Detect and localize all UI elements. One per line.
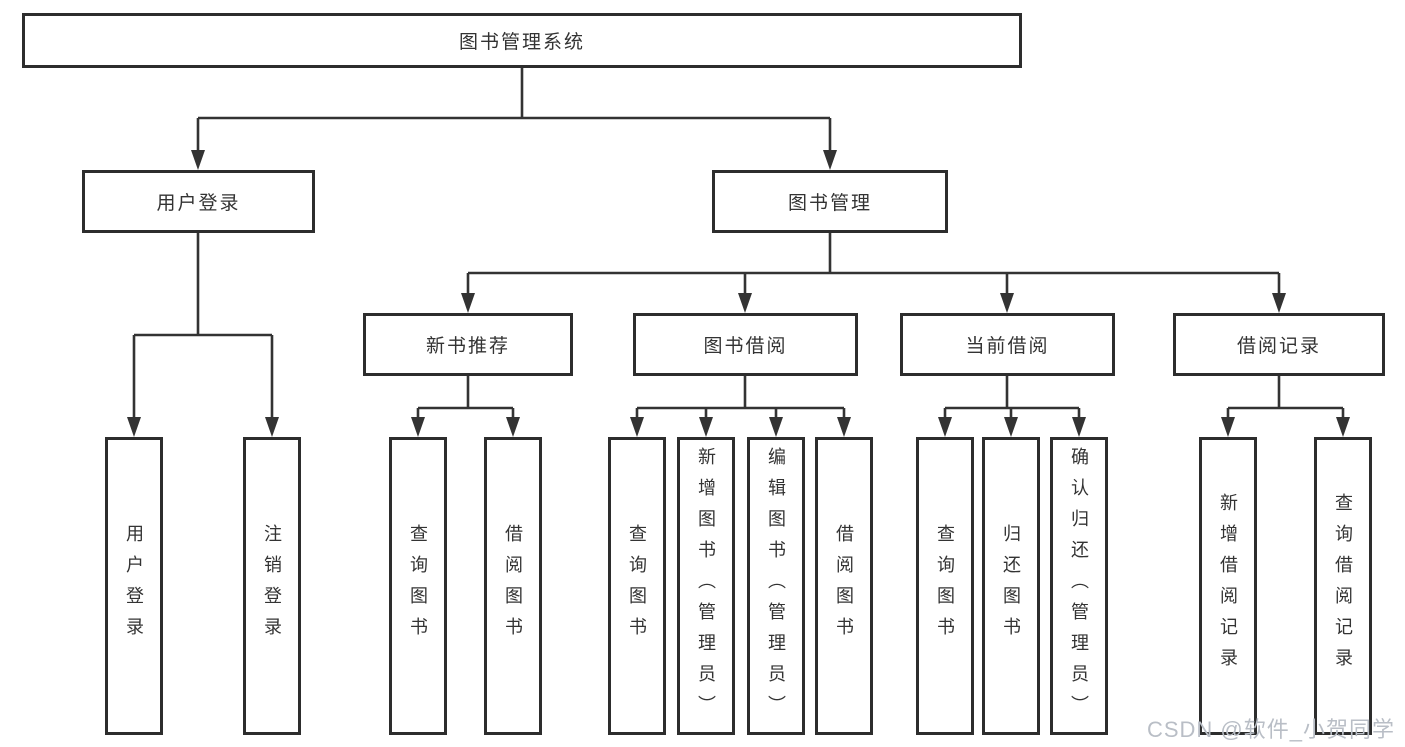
node-root: 图书管理系统 [22, 13, 1022, 68]
leaf-borrow-books-borrowing-label: 借阅图书 [834, 524, 854, 648]
leaf-borrow-books-recommend: 借阅图书 [484, 437, 542, 735]
leaf-logout: 注销登录 [243, 437, 301, 735]
leaf-query-books-current: 查询图书 [916, 437, 974, 735]
leaf-query-books-recommend-label: 查询图书 [408, 524, 428, 648]
node-borrowing-records-label: 借阅记录 [1236, 336, 1321, 357]
leaf-confirm-return-admin-label: 确认归还（管理员） [1069, 446, 1089, 726]
node-root-label: 图书管理系统 [458, 32, 585, 53]
leaf-add-borrow-record-label: 新增借阅记录 [1218, 493, 1238, 679]
leaf-return-books: 归还图书 [982, 437, 1040, 735]
leaf-confirm-return-admin: 确认归还（管理员） [1050, 437, 1108, 735]
csdn-watermark: CSDN @软件_小贺同学 [1146, 717, 1395, 742]
leaf-query-books-borrowing: 查询图书 [608, 437, 666, 735]
node-book-borrowing: 图书借阅 [633, 313, 858, 376]
node-new-book-recommendation-label: 新书推荐 [425, 336, 510, 357]
node-borrowing-records: 借阅记录 [1173, 313, 1385, 376]
leaf-add-borrow-record: 新增借阅记录 [1199, 437, 1257, 735]
node-book-management: 图书管理 [712, 170, 948, 233]
leaf-query-books-current-label: 查询图书 [935, 524, 955, 648]
leaf-edit-book-admin: 编辑图书（管理员） [747, 437, 805, 735]
node-current-borrowing: 当前借阅 [900, 313, 1115, 376]
node-book-borrowing-label: 图书借阅 [703, 336, 788, 357]
leaf-logout-label: 注销登录 [262, 524, 282, 648]
node-new-book-recommendation: 新书推荐 [363, 313, 573, 376]
leaf-query-books-recommend: 查询图书 [389, 437, 447, 735]
leaf-query-borrow-record-label: 查询借阅记录 [1333, 493, 1353, 679]
leaf-borrow-books-borrowing: 借阅图书 [815, 437, 873, 735]
leaf-user-login-label: 用户登录 [124, 524, 144, 648]
leaf-user-login: 用户登录 [105, 437, 163, 735]
leaf-edit-book-admin-label: 编辑图书（管理员） [766, 446, 786, 726]
leaf-borrow-books-recommend-label: 借阅图书 [503, 524, 523, 648]
leaf-query-books-borrowing-label: 查询图书 [627, 524, 647, 648]
node-user-login-group: 用户登录 [82, 170, 315, 233]
leaf-add-book-admin-label: 新增图书（管理员） [696, 446, 716, 726]
node-current-borrowing-label: 当前借阅 [965, 336, 1050, 357]
leaf-query-borrow-record: 查询借阅记录 [1314, 437, 1372, 735]
leaf-return-books-label: 归还图书 [1001, 524, 1021, 648]
node-user-login-group-label: 用户登录 [156, 193, 241, 214]
node-book-management-label: 图书管理 [787, 193, 872, 214]
leaf-add-book-admin: 新增图书（管理员） [677, 437, 735, 735]
